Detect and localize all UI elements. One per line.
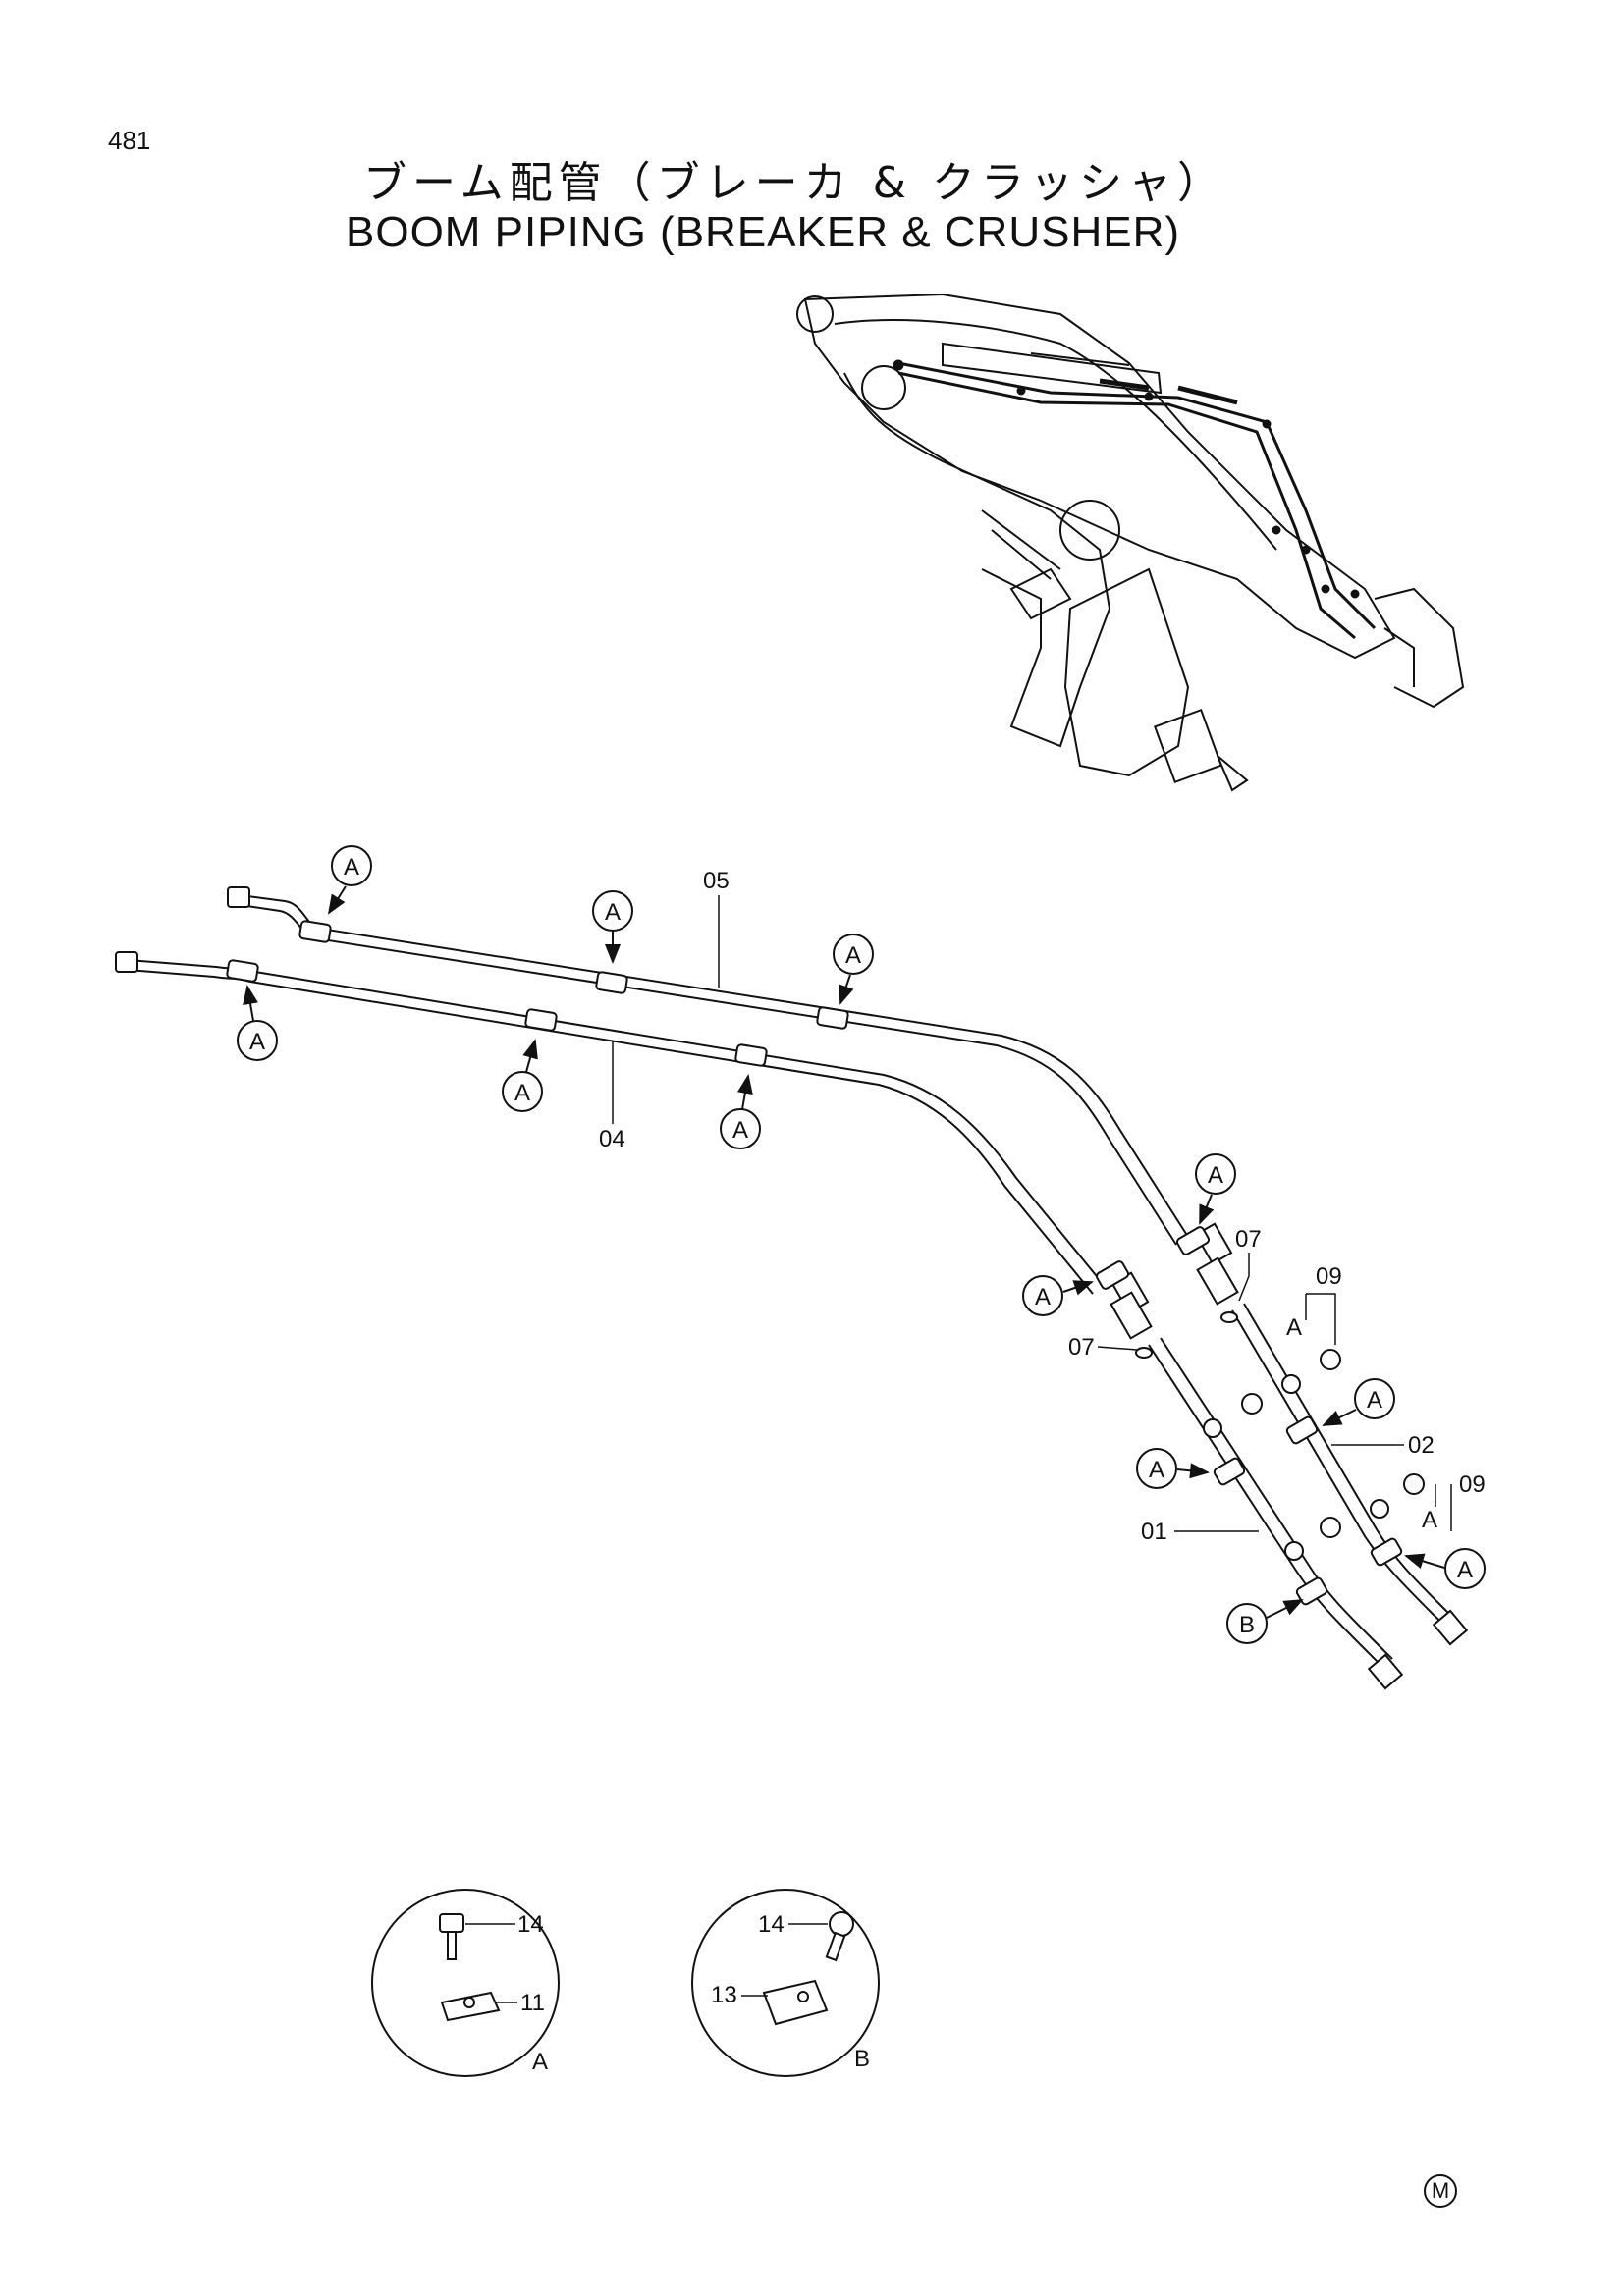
label-09-upper: 09 [1316, 1263, 1342, 1290]
callout-a-2: A [592, 890, 633, 964]
detail-a-label-14: 14 [517, 1911, 544, 1938]
svg-text:A: A [1149, 1457, 1164, 1483]
callout-a-6: A [720, 1074, 761, 1149]
callout-a-8: A [1022, 1275, 1094, 1316]
label-05: 05 [703, 868, 730, 894]
svg-text:A: A [344, 854, 359, 881]
callout-a-10: A [1136, 1448, 1210, 1489]
lower-fittings [1110, 1256, 1469, 1690]
detail-b-title: B [854, 2046, 870, 2072]
bolts-09 [1203, 1349, 1425, 1561]
title-japanese: ブーム配管（ブレーカ & クラッシャ） [363, 158, 1226, 208]
callout-a-1: A [327, 845, 372, 915]
label-01: 01 [1141, 1519, 1167, 1545]
callout-a-9: A [1322, 1378, 1395, 1426]
label-04: 04 [599, 1126, 625, 1152]
svg-text:A: A [1457, 1557, 1473, 1583]
svg-text:A: A [514, 1080, 530, 1106]
label-a-upper: A [1286, 1314, 1302, 1341]
label-02: 02 [1408, 1432, 1435, 1459]
illustration-clamps [893, 359, 1360, 599]
callout-a-11: A [1404, 1548, 1486, 1589]
svg-text:A: A [1208, 1162, 1223, 1189]
detail-b-label-13: 13 [711, 1982, 737, 2008]
detail-a: 14 11 A [371, 1889, 560, 2077]
callouts-a: A A A A A A A A A A A [237, 845, 1486, 1589]
pipe-clamps [226, 920, 1403, 1606]
pipe-05 [240, 894, 1189, 1246]
callout-a-4: A [237, 985, 278, 1061]
label-07-lower: 07 [1068, 1334, 1095, 1361]
svg-text:A: A [1035, 1284, 1051, 1310]
pipe-01 [1148, 1337, 1393, 1670]
title-english: BOOM PIPING (BREAKER & CRUSHER) [346, 208, 1181, 256]
svg-text:A: A [1367, 1387, 1382, 1414]
detail-a-title: A [532, 2049, 548, 2075]
detail-b: 14 13 B [691, 1889, 880, 2077]
callout-a-3: A [833, 934, 874, 1005]
illustration-piping [897, 361, 1377, 640]
detail-b-label-14: 14 [758, 1911, 785, 1938]
label-a-lower: A [1422, 1507, 1437, 1533]
callout-a-5: A [502, 1039, 543, 1112]
svg-text:A: A [249, 1029, 265, 1055]
callout-b: B [1226, 1599, 1304, 1644]
callout-a-7: A [1195, 1153, 1236, 1225]
svg-text:A: A [732, 1117, 748, 1144]
detail-a-label-11: 11 [520, 1990, 545, 2016]
excavator-boom-illustration [796, 293, 1465, 792]
label-07-upper: 07 [1235, 1226, 1262, 1253]
pipe-end-fittings [115, 886, 1233, 1314]
svg-text:A: A [605, 899, 621, 926]
part-labels: 05 04 07 07 09 A 09 A 02 01 [599, 868, 1486, 1545]
svg-text:A: A [845, 942, 861, 969]
svg-text:B: B [1239, 1612, 1255, 1638]
page-number: 481 [108, 126, 151, 155]
corner-mark: M [1424, 2174, 1457, 2208]
pipe-02 [1231, 1303, 1460, 1632]
label-09-lower: 09 [1459, 1471, 1486, 1498]
